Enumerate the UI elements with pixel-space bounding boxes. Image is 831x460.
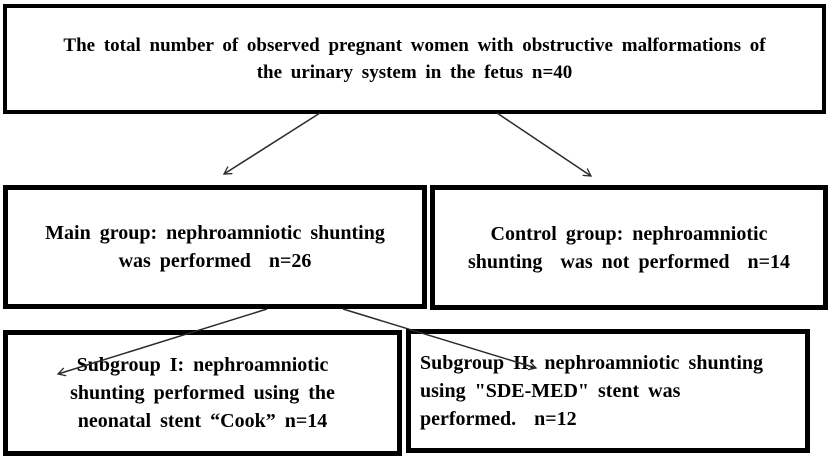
node-subgroup2-line-2: using "SDE-MED" stent was xyxy=(420,380,681,402)
node-subgroup1-line-3: neonatal stent “Cook” n=14 xyxy=(77,410,328,432)
node-main-line-2: was performed n=26 xyxy=(118,250,312,272)
node-subgroup2-line-3: performed. n=12 xyxy=(420,408,577,430)
node-control-group: Control group: nephroamniotic shunting w… xyxy=(430,185,828,310)
node-total-line-2: the urinary system in the fetus n=40 xyxy=(256,62,573,83)
node-subgroup1-line-1: Subgroup I: nephroamniotic xyxy=(76,354,329,376)
node-total-observed: The total number of observed pregnant wo… xyxy=(3,4,826,114)
node-control-line-2: shunting was not performed n=14 xyxy=(467,250,791,273)
node-main-group: Main group: nephroamniotic shunting was … xyxy=(3,185,427,309)
node-subgroup2-line-1: Subgroup II: nephroamniotic shunting xyxy=(420,352,764,374)
arrow-total-to-main xyxy=(222,112,321,175)
node-control-line-1: Control group: nephroamniotic xyxy=(490,222,768,245)
node-subgroup-1: Subgroup I: nephroamniotic shunting perf… xyxy=(3,330,402,456)
node-total-line-1: The total number of observed pregnant wo… xyxy=(63,35,766,56)
node-subgroup1-line-2: shunting performed using the xyxy=(70,382,335,404)
arrow-total-to-control xyxy=(496,112,593,177)
node-subgroup-2: Subgroup II: nephroamniotic shunting usi… xyxy=(406,329,810,453)
node-main-line-1: Main group: nephroamniotic shunting xyxy=(45,222,385,244)
